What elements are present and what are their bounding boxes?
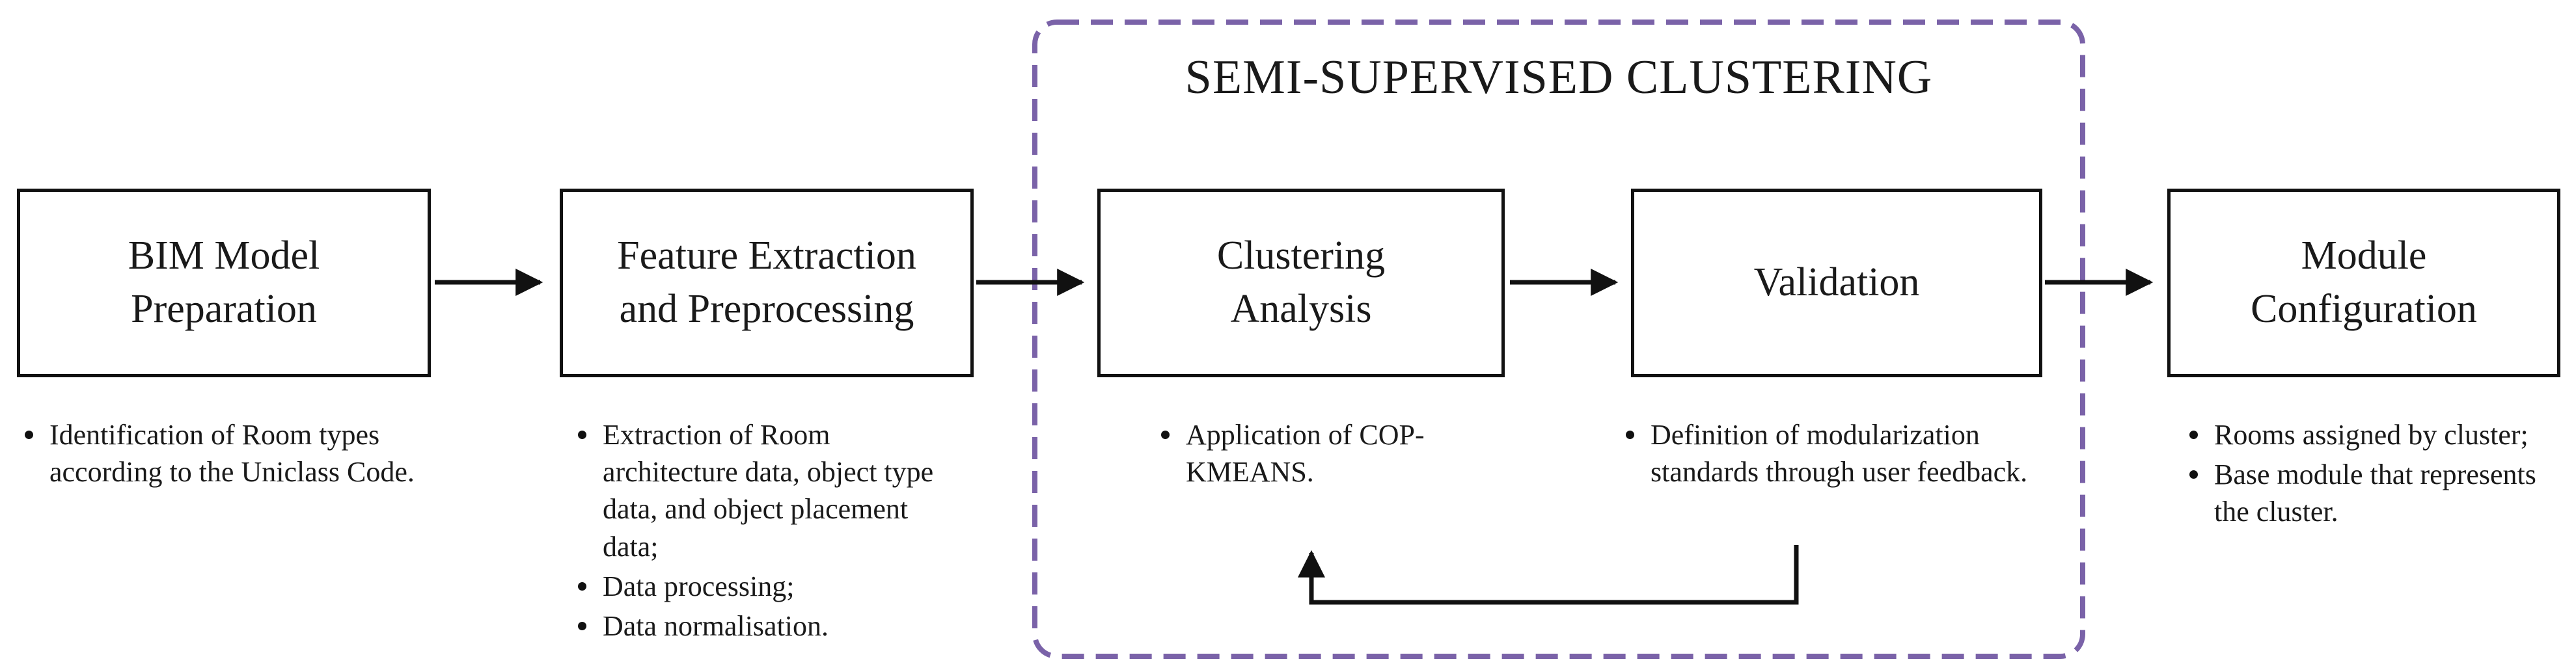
feedback-loop-arrow	[1298, 545, 1799, 605]
bullets-validation: Definition of modularization standards t…	[1614, 416, 2044, 493]
bullet-item: Extraction of Room architecture data, ob…	[566, 416, 970, 565]
bullet-item: Definition of modularization standards t…	[1614, 416, 2044, 490]
bullet-item: Application of COP-KMEANS.	[1149, 416, 1488, 490]
group-title: SEMI-SUPERVISED CLUSTERING	[1185, 51, 1933, 104]
group-border	[1032, 20, 2085, 659]
step-box-validation: Validation	[1631, 189, 2042, 377]
step-label-bim: BIM Model Preparation	[128, 234, 320, 331]
step-box-bim: BIM Model Preparation	[17, 189, 431, 377]
bullet-item: Identification of Room types according t…	[13, 416, 443, 490]
bullet-item: Data processing;	[566, 568, 970, 605]
bullets-bim: Identification of Room types according t…	[13, 416, 443, 493]
bullet-item: Data normalisation.	[566, 608, 970, 645]
bullet-item: Base module that represents the cluster.	[2178, 456, 2568, 530]
step-box-module: Module Configuration	[2167, 189, 2560, 377]
step-label-module: Module Configuration	[2251, 234, 2477, 331]
bullets-clustering: Application of COP-KMEANS.	[1149, 416, 1488, 493]
step-label-feature: Feature Extraction and Preprocessing	[617, 234, 916, 331]
bullet-item: Rooms assigned by cluster;	[2178, 416, 2568, 453]
step-box-clustering: Clustering Analysis	[1097, 189, 1505, 377]
step-label-validation: Validation	[1753, 260, 1920, 305]
bullets-feature: Extraction of Room architecture data, ob…	[566, 416, 970, 647]
step-label-clustering: Clustering Analysis	[1216, 234, 1386, 331]
bullets-module: Rooms assigned by cluster; Base module t…	[2178, 416, 2568, 533]
step-box-feature: Feature Extraction and Preprocessing	[560, 189, 974, 377]
